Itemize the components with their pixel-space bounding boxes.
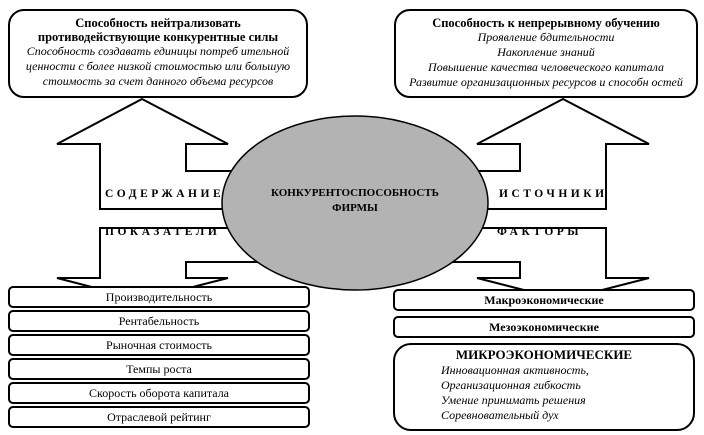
factor-micro-box: МИКРОЭКОНОМИЧЕСКИЕ Инновационная активно… bbox=[393, 343, 695, 431]
top-right-box: Способность к непрерывному обучению Проя… bbox=[394, 9, 698, 98]
indicator-row: Отраслевой рейтинг bbox=[8, 406, 310, 428]
top-left-text: стоимость за счет данного объема ресурсо… bbox=[42, 74, 274, 88]
top-left-title-2: противодействующие конкурентные силы bbox=[37, 30, 279, 44]
micro-item: Соревновательный дух bbox=[441, 408, 559, 422]
label-content: СОДЕРЖАНИЕ bbox=[105, 188, 225, 200]
top-right-title: Способность к непрерывному обучению bbox=[432, 16, 660, 30]
micro-item: Организационная гибкость bbox=[441, 378, 581, 392]
top-left-text: ценности с более низкой стоимостью или б… bbox=[25, 59, 291, 73]
top-left-text: Способность создавать единицы потреб ите… bbox=[26, 44, 290, 58]
indicator-row: Скорость оборота капитала bbox=[8, 382, 310, 404]
indicator-row: Темпы роста bbox=[8, 358, 310, 380]
micro-item: Умение принимать решения bbox=[441, 393, 586, 407]
center-title-line1: КОНКУРЕНТОСПОСОБНОСТЬ bbox=[271, 187, 439, 199]
indicator-row: Рыночная стоимость bbox=[8, 334, 310, 356]
center-title-line2: ФИРМЫ bbox=[332, 202, 378, 214]
label-indicators: ПОКАЗАТЕЛИ bbox=[105, 226, 221, 238]
top-right-item: Проявление бдительности bbox=[477, 30, 615, 44]
label-factors: ФАКТОРЫ bbox=[497, 226, 583, 238]
center-title: КОНКУРЕНТОСПОСОБНОСТЬ ФИРМЫ bbox=[245, 186, 465, 216]
factor-macro: Макроэкономические bbox=[393, 289, 695, 311]
top-left-box: Способность нейтрализовать противодейств… bbox=[8, 9, 308, 98]
label-sources: ИСТОЧНИКИ bbox=[499, 188, 608, 200]
micro-item: Инновационная активность, bbox=[441, 363, 589, 377]
indicator-row: Производительность bbox=[8, 286, 310, 308]
top-left-title-1: Способность нейтрализовать bbox=[75, 16, 241, 30]
center-ellipse bbox=[221, 115, 489, 291]
micro-title: МИКРОЭКОНОМИЧЕСКИЕ bbox=[455, 347, 633, 362]
factor-meso: Мезоэкономические bbox=[393, 316, 695, 338]
top-right-item: Развитие организационных ресурсов и спос… bbox=[409, 75, 683, 89]
indicator-row: Рентабельность bbox=[8, 310, 310, 332]
top-right-item: Повышение качества человеческого капитал… bbox=[428, 60, 664, 74]
top-right-item: Накопление знаний bbox=[497, 45, 595, 59]
